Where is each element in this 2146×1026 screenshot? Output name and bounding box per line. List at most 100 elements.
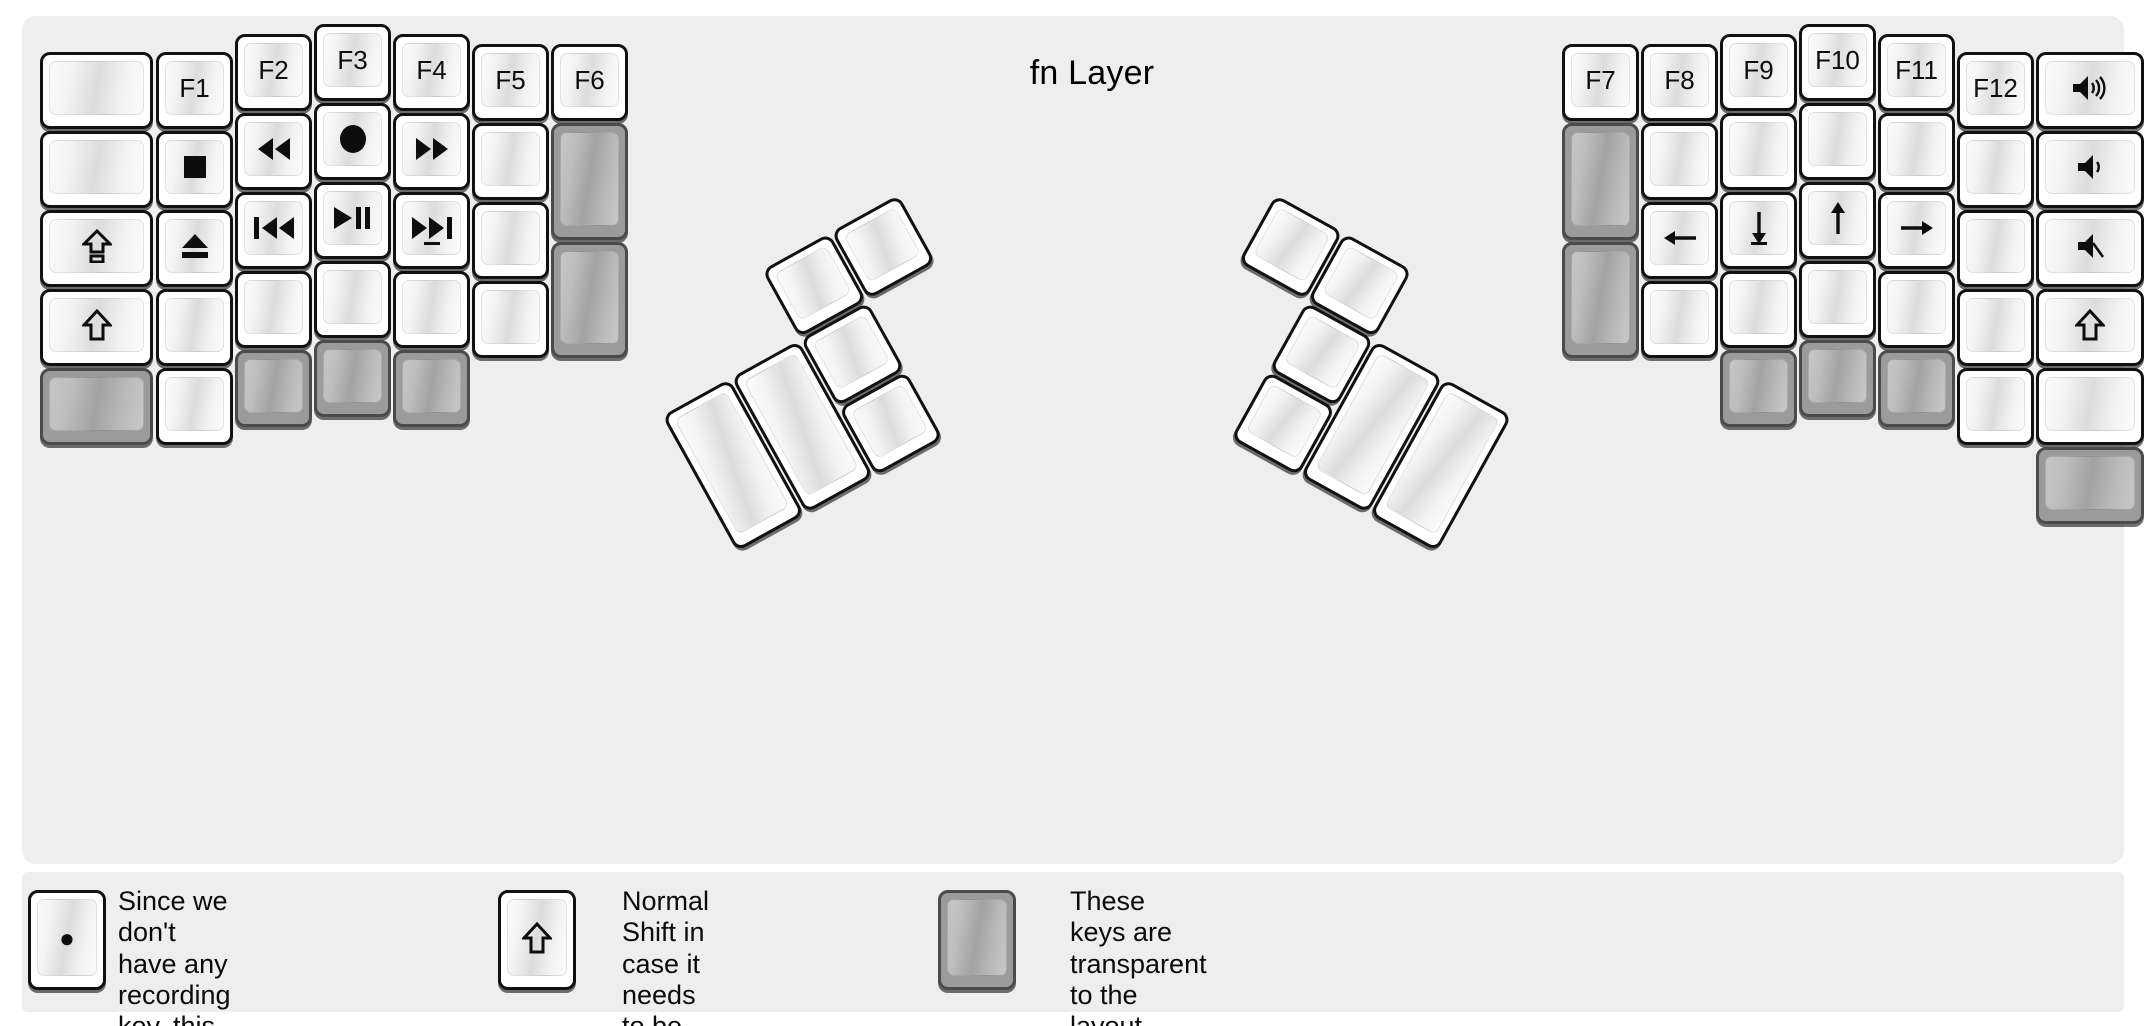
right-thumb-cluster [1230, 194, 1513, 552]
arrow-left-icon[interactable] [1641, 202, 1718, 279]
blank-key[interactable] [472, 123, 549, 200]
blank-key[interactable] [1957, 368, 2034, 445]
blank-key[interactable] [156, 289, 233, 366]
keycap-face [1808, 270, 1867, 324]
media-fast-forward-icon[interactable] [393, 113, 470, 190]
blank-key[interactable] [1957, 210, 2034, 287]
blank-key[interactable] [40, 52, 153, 129]
f11-key[interactable]: F11 [1878, 34, 1955, 111]
legend-key-swatch [938, 890, 1016, 994]
keycap-face [49, 377, 144, 431]
blank-key[interactable] [393, 271, 470, 348]
legend-key-swatch [498, 890, 576, 994]
keycap-face [2045, 298, 2135, 352]
f6-key[interactable]: F6 [551, 44, 628, 121]
keycap-face [323, 270, 382, 324]
volume-mute-icon[interactable] [2036, 210, 2144, 287]
keycap-face [402, 122, 461, 176]
arrow-down-icon[interactable] [1720, 192, 1797, 269]
blank-key[interactable] [1720, 113, 1797, 190]
shift-arrow-icon[interactable] [40, 289, 153, 366]
f2-key[interactable]: F2 [235, 34, 312, 111]
media-record-icon[interactable] [314, 103, 391, 180]
blank-key[interactable] [1720, 271, 1797, 348]
keycap-face [1650, 290, 1709, 344]
volume-down-icon[interactable] [2036, 131, 2144, 208]
f10-key[interactable]: F10 [1799, 24, 1876, 101]
arrow-up-icon[interactable] [1799, 182, 1876, 259]
keycap-face [1966, 219, 2025, 273]
f1-key[interactable]: F1 [156, 52, 233, 129]
transparent-key-icon[interactable] [1562, 123, 1639, 240]
transparent-key-icon[interactable] [1720, 350, 1797, 427]
keycap-face [481, 132, 540, 186]
transparent-key-icon[interactable] [235, 350, 312, 427]
blank-key[interactable] [1799, 103, 1876, 180]
media-play-pause-icon[interactable] [314, 182, 391, 259]
transparent-key-icon[interactable] [551, 123, 628, 240]
blank-key[interactable] [40, 131, 153, 208]
keycap-face [49, 61, 144, 115]
volume-up-icon[interactable] [2036, 52, 2144, 129]
keycap-face [560, 132, 619, 226]
media-previous-icon[interactable] [235, 192, 312, 269]
blank-key[interactable] [235, 271, 312, 348]
keycap-face [165, 377, 224, 431]
keycap-face [560, 250, 619, 344]
sublegend-dash-icon [423, 242, 440, 245]
keycap-face [323, 112, 382, 166]
legend-description: Normal Shift in case it needs to be send… [622, 886, 710, 1026]
keycap-face [49, 298, 144, 352]
f3-key[interactable]: F3 [314, 24, 391, 101]
transparent-key-icon[interactable] [1562, 241, 1639, 358]
blank-key[interactable] [1957, 289, 2034, 366]
media-eject-icon[interactable] [156, 210, 233, 287]
keycap-face [244, 122, 303, 176]
keycap-face [1887, 280, 1946, 334]
blank-key[interactable] [1957, 131, 2034, 208]
transparent-key-icon[interactable] [393, 350, 470, 427]
blank-key[interactable] [1878, 113, 1955, 190]
shift-arrow-icon[interactable] [498, 890, 576, 990]
arrow-right-icon[interactable] [1878, 192, 1955, 269]
transparent-key-icon[interactable] [938, 890, 1016, 990]
legend-panel: ●Since we don't have any recording key, … [22, 872, 2124, 1026]
blank-key[interactable] [472, 281, 549, 358]
caps-lock-icon[interactable] [40, 210, 153, 287]
page-title: fn Layer [1029, 54, 1155, 92]
transparent-key-icon[interactable] [1878, 350, 1955, 427]
keycap-face: ● [37, 899, 97, 976]
f8-key[interactable]: F8 [1641, 44, 1718, 121]
f5-key[interactable]: F5 [472, 44, 549, 121]
blank-key[interactable] [1641, 123, 1718, 200]
f7-key[interactable]: F7 [1562, 44, 1639, 121]
transparent-key-icon[interactable] [2036, 447, 2144, 524]
f12-key[interactable]: F12 [1957, 52, 2034, 129]
blank-key[interactable] [472, 202, 549, 279]
blank-key[interactable] [2036, 368, 2144, 445]
keycap-face [1283, 314, 1362, 391]
blank-key[interactable] [1799, 261, 1876, 338]
transparent-key-icon[interactable] [314, 340, 391, 417]
blank-key[interactable] [314, 261, 391, 338]
f4-key[interactable]: F4 [393, 34, 470, 111]
transparent-key-icon[interactable] [1799, 340, 1876, 417]
shift-arrow-icon[interactable] [2036, 289, 2144, 366]
transparent-key-icon[interactable] [551, 241, 628, 358]
blank-key[interactable] [156, 368, 233, 445]
keycap-face [1966, 298, 2025, 352]
media-rewind-icon[interactable] [235, 113, 312, 190]
media-next-icon[interactable] [393, 192, 470, 269]
keycap-face [402, 359, 461, 413]
keycap-face [244, 359, 303, 413]
record-circle-icon[interactable]: ● [28, 890, 106, 990]
keycap-face [774, 245, 852, 322]
keycap-face [1808, 191, 1867, 245]
blank-key[interactable] [1641, 281, 1718, 358]
f9-key[interactable]: F9 [1720, 34, 1797, 111]
blank-key[interactable] [1878, 271, 1955, 348]
transparent-key-icon[interactable] [40, 368, 153, 445]
media-stop-icon[interactable] [156, 131, 233, 208]
keycap-face: F5 [481, 53, 540, 107]
